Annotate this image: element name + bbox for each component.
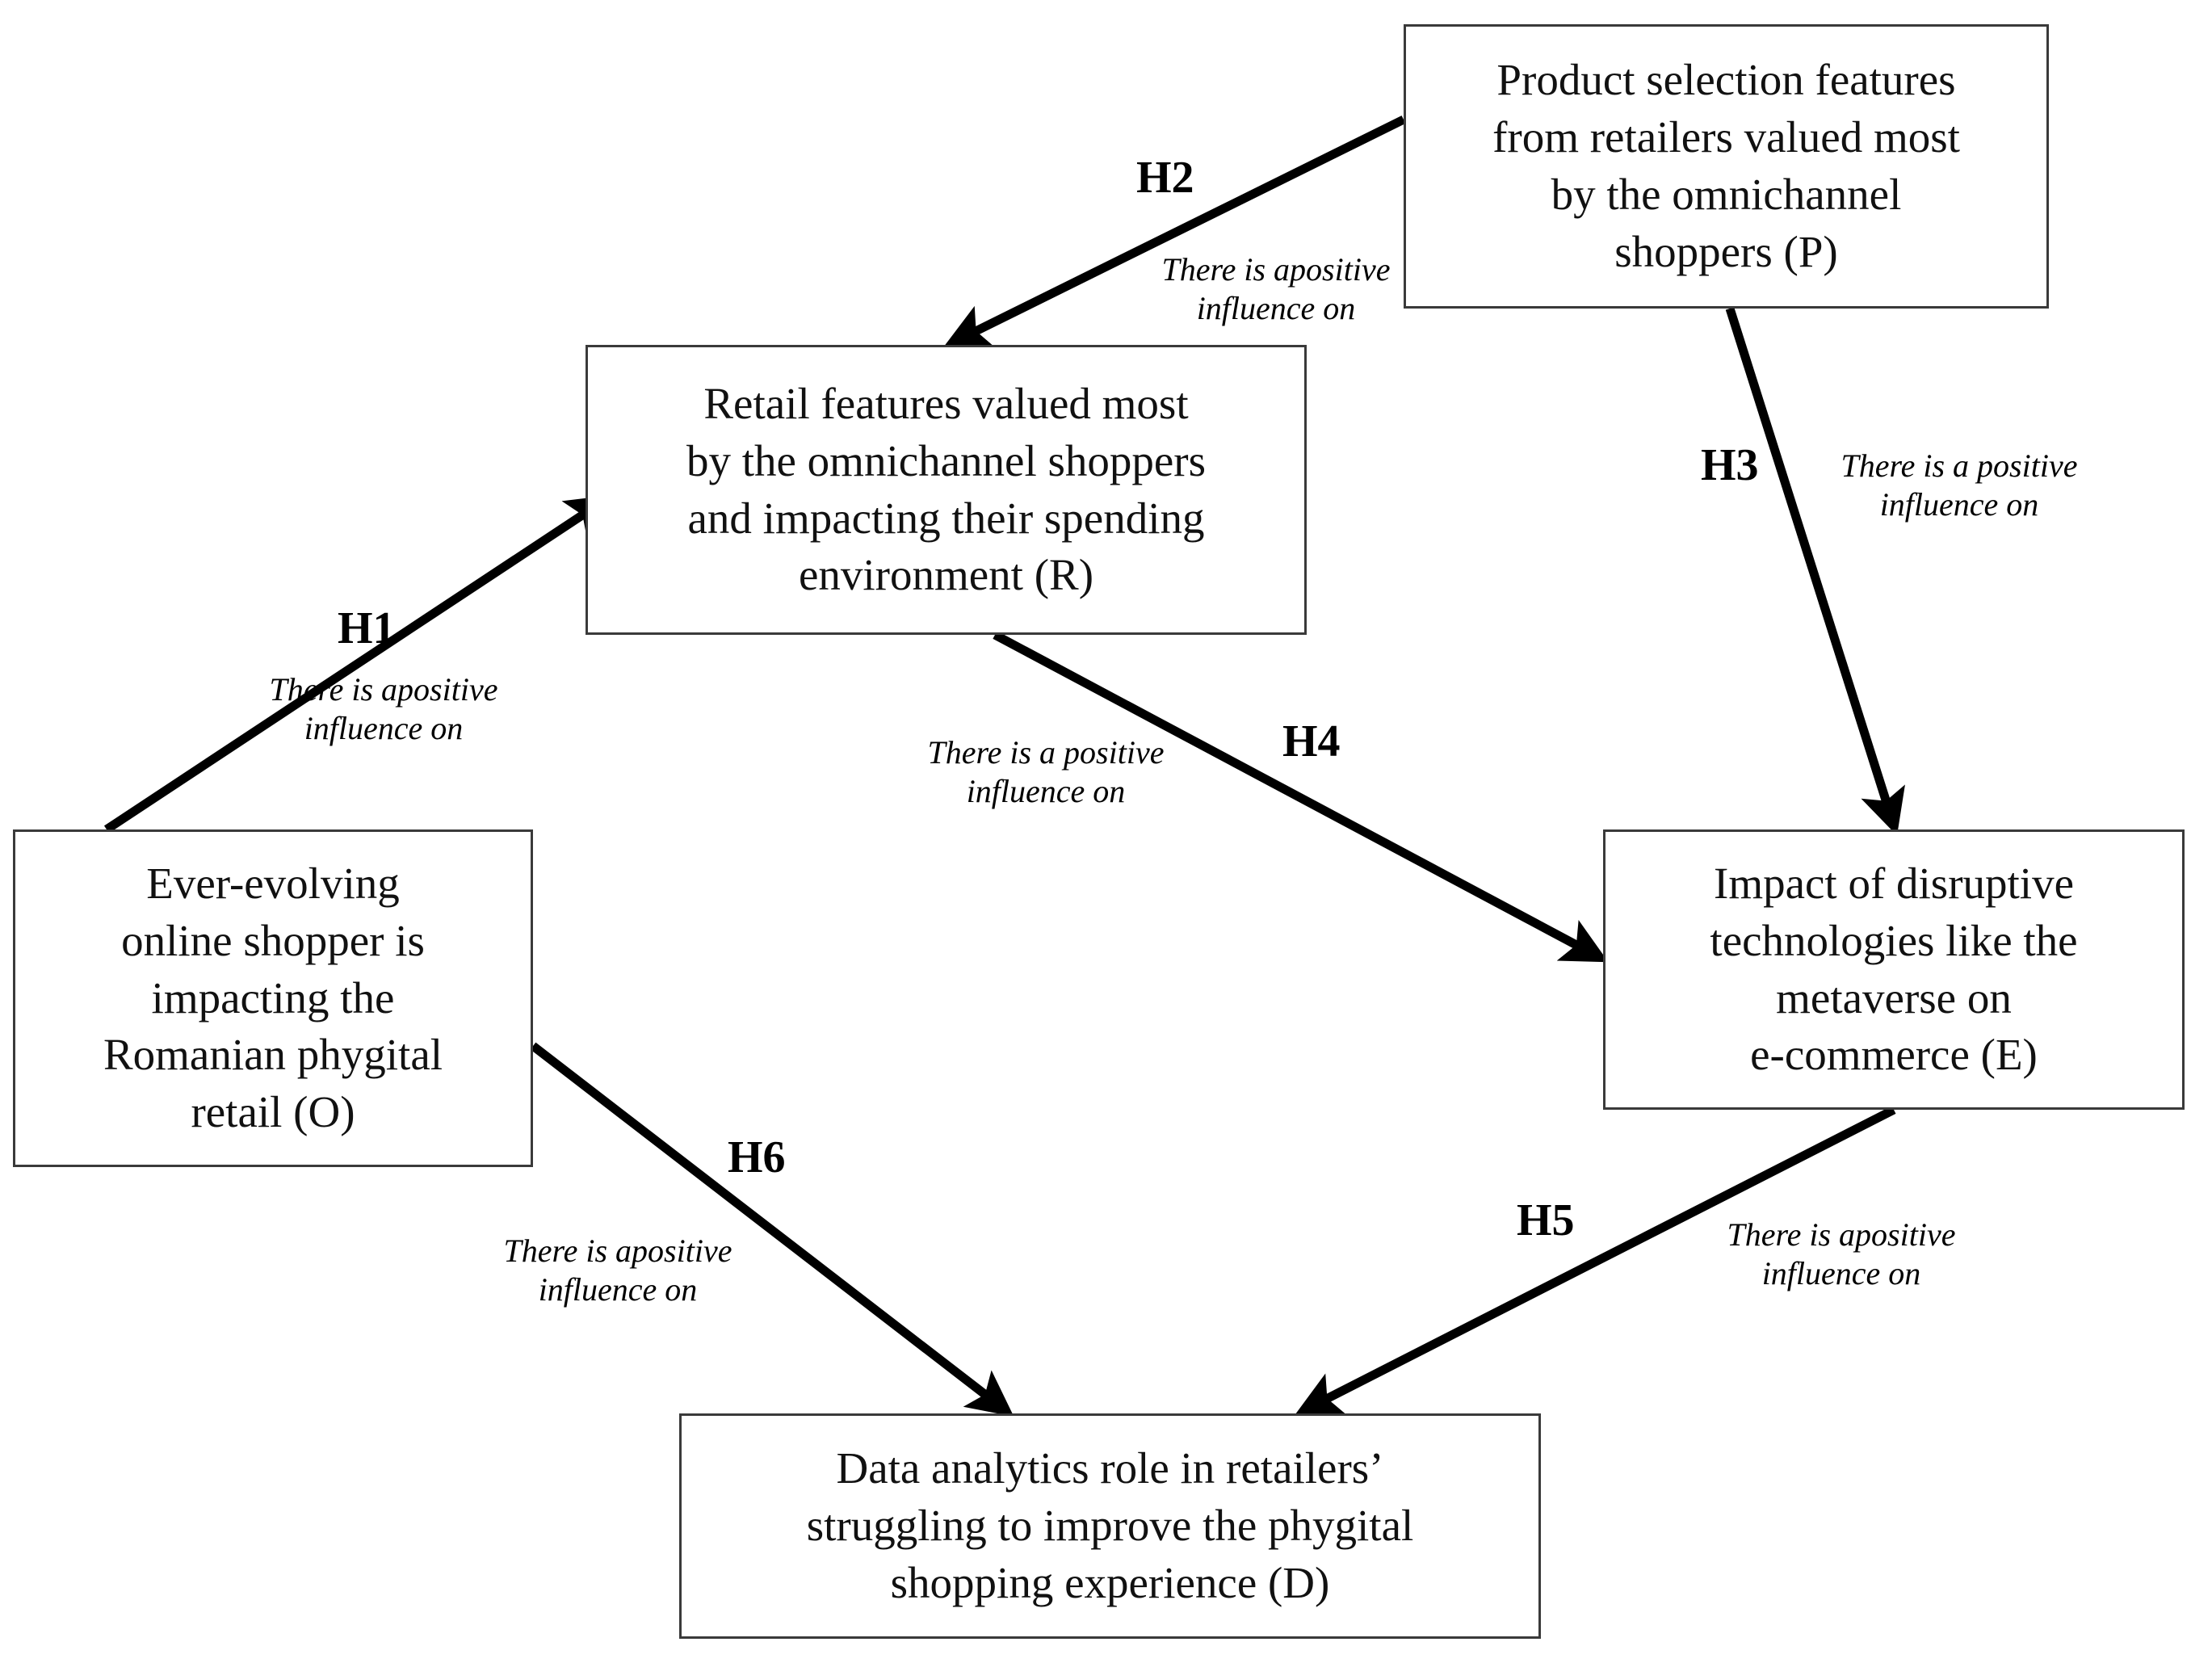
edge-arrow-h3 [1725, 307, 1905, 836]
node-retail-features[interactable]: Retail features valued most by the omnic… [586, 345, 1307, 635]
edge-arrow-h6 [530, 1042, 1014, 1417]
node-disruptive-technologies-impact[interactable]: Impact of disruptive technologies like t… [1603, 829, 2185, 1110]
hypothesis-label-h6: H6 [728, 1132, 786, 1182]
node-product-selection-features[interactable]: Product selection features from retailer… [1404, 24, 2049, 309]
hypothesis-label-h1: H1 [338, 603, 396, 653]
edge-arrow-h1 [103, 494, 614, 834]
edge-relation-text-h3: There is a positive influence on [1841, 447, 2078, 523]
edge-relation-text-h6: There is apositive influence on [503, 1233, 732, 1308]
node-data-analytics-role[interactable]: Data analytics role in retailers’ strugg… [679, 1413, 1541, 1639]
hypothesis-label-h4: H4 [1282, 716, 1341, 766]
edge-relation-text-h1: There is apositive influence on [269, 671, 498, 746]
hypothesis-label-h3: H3 [1701, 440, 1759, 490]
hypothesis-label-h5: H5 [1517, 1195, 1575, 1245]
edge-relation-text-h4: There is a positive influence on [927, 734, 1165, 809]
edge-relation-text-h5: There is apositive influence on [1727, 1216, 1956, 1291]
hypothesis-label-h2: H2 [1136, 153, 1194, 203]
edge-relation-text-h2: There is apositive influence on [1161, 251, 1391, 326]
node-ever-evolving-online-shopper[interactable]: Ever-evolving online shopper is impactin… [13, 829, 533, 1167]
